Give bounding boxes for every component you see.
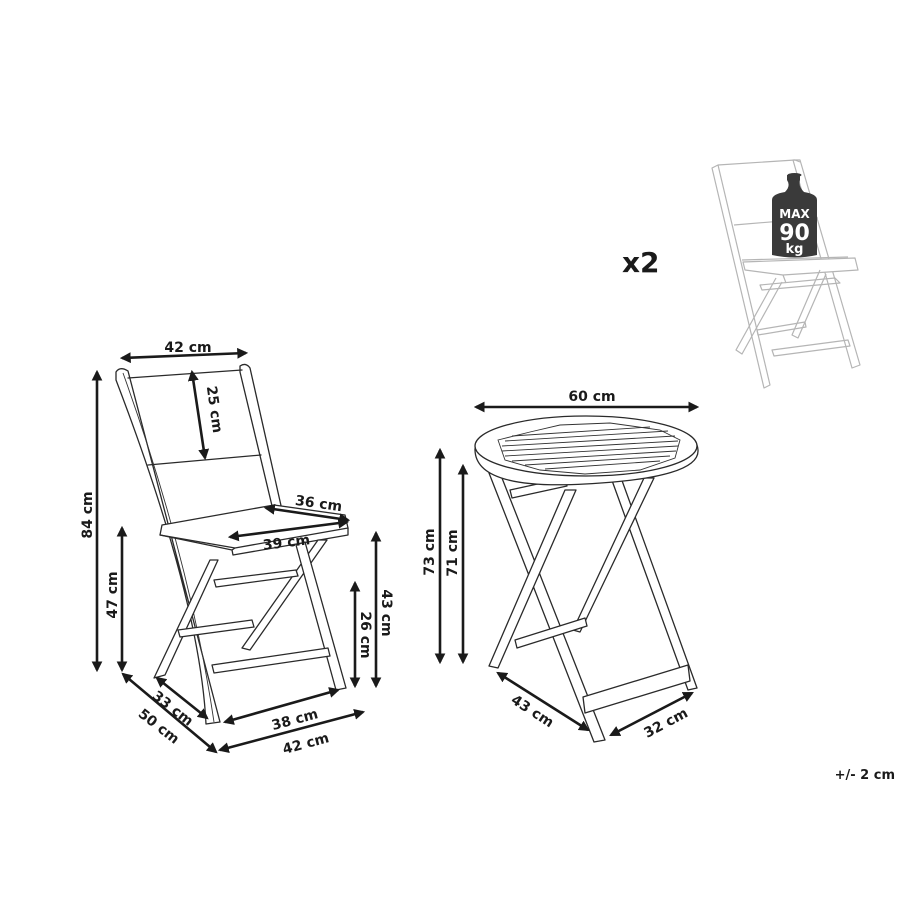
dim-top-diameter: 60 cm	[568, 389, 615, 405]
dim-front-height: 43 cm	[378, 589, 394, 636]
max-weight-unit: kg	[786, 242, 804, 257]
tolerance-label: +/- 2 cm	[835, 768, 895, 783]
max-load-illustration: MAX 90 kg	[711, 159, 861, 389]
weight-icon: MAX 90 kg	[772, 173, 817, 258]
dim-table-base-width: 32 cm	[642, 705, 691, 741]
dim-seat-depth: 36 cm	[294, 493, 343, 515]
dim-backrest-width: 42 cm	[164, 340, 211, 356]
dim-seat-width: 39 cm	[262, 532, 311, 554]
dim-total-width: 42 cm	[281, 730, 331, 758]
chair-drawing	[115, 363, 349, 725]
dim-table-leg-height: 71 cm	[445, 529, 461, 576]
table-slats	[501, 426, 679, 470]
dim-seat-height: 47 cm	[105, 571, 121, 618]
dim-table-base-depth: 43 cm	[508, 692, 556, 731]
max-label: MAX	[779, 207, 810, 221]
max-weight-value: 90	[779, 221, 810, 246]
dim-backrest-height: 25 cm	[203, 385, 225, 434]
dim-total-height: 84 cm	[80, 491, 96, 538]
ghost-chair-icon	[711, 159, 861, 389]
table-drawing	[474, 415, 699, 743]
dim-table-total-height: 73 cm	[422, 528, 438, 575]
dim-crossbar-height: 26 cm	[357, 611, 373, 658]
quantity-label: x2	[622, 246, 660, 279]
